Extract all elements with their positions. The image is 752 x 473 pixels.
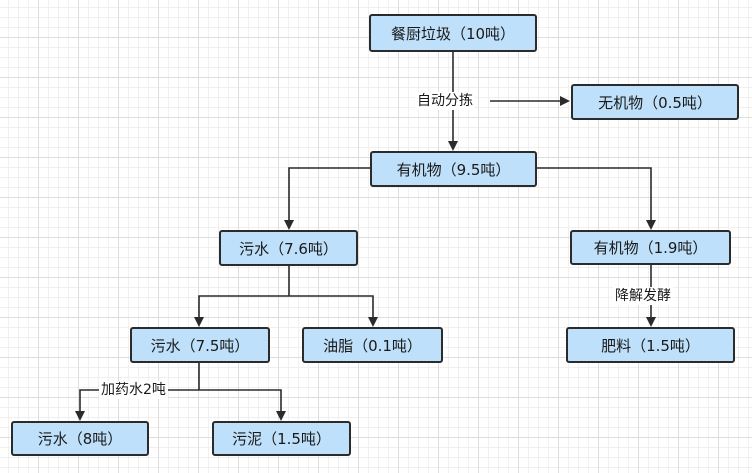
node-sewage-final[interactable]: 污水（8吨） <box>11 421 149 456</box>
edge-label-fermentation: 降解发酵 <box>613 287 673 305</box>
edge-label-add-chemicals: 加药水2吨 <box>99 381 168 399</box>
node-organic-total[interactable]: 有机物（9.5吨） <box>370 151 537 187</box>
edge-label-auto-sort: 自动分拣 <box>415 92 475 110</box>
arrowhead-organic-part <box>646 220 656 230</box>
node-grease[interactable]: 油脂（0.1吨） <box>302 327 443 363</box>
arrowhead-inorganic <box>560 96 570 106</box>
arrowhead-grease <box>368 317 378 327</box>
node-fertilizer[interactable]: 肥料（1.5吨） <box>566 327 735 363</box>
node-sewage-main[interactable]: 污水（7.5吨） <box>130 327 270 363</box>
edge-to-sludge <box>199 389 282 411</box>
edge-organic-to-organic-part <box>536 167 652 220</box>
arrowhead-sewage-main <box>194 317 204 327</box>
arrowhead-fertilizer <box>646 317 656 327</box>
node-inorganic[interactable]: 无机物（0.5吨） <box>571 84 739 120</box>
arrowhead-sewage-total <box>284 220 294 230</box>
node-sludge[interactable]: 污泥（1.5吨） <box>212 421 351 456</box>
edge-to-grease <box>289 295 374 317</box>
edge-organic-to-sewage <box>288 167 370 220</box>
node-organic-part[interactable]: 有机物（1.9吨） <box>570 230 731 265</box>
node-kitchen-waste[interactable]: 餐厨垃圾（10吨） <box>369 14 537 52</box>
node-sewage-total[interactable]: 污水（7.6吨） <box>219 230 358 266</box>
arrowhead-sewage-final <box>75 411 85 421</box>
arrowhead-organic-total <box>448 141 458 151</box>
arrowhead-sludge <box>276 411 286 421</box>
edge-to-sewage-main <box>198 295 289 317</box>
